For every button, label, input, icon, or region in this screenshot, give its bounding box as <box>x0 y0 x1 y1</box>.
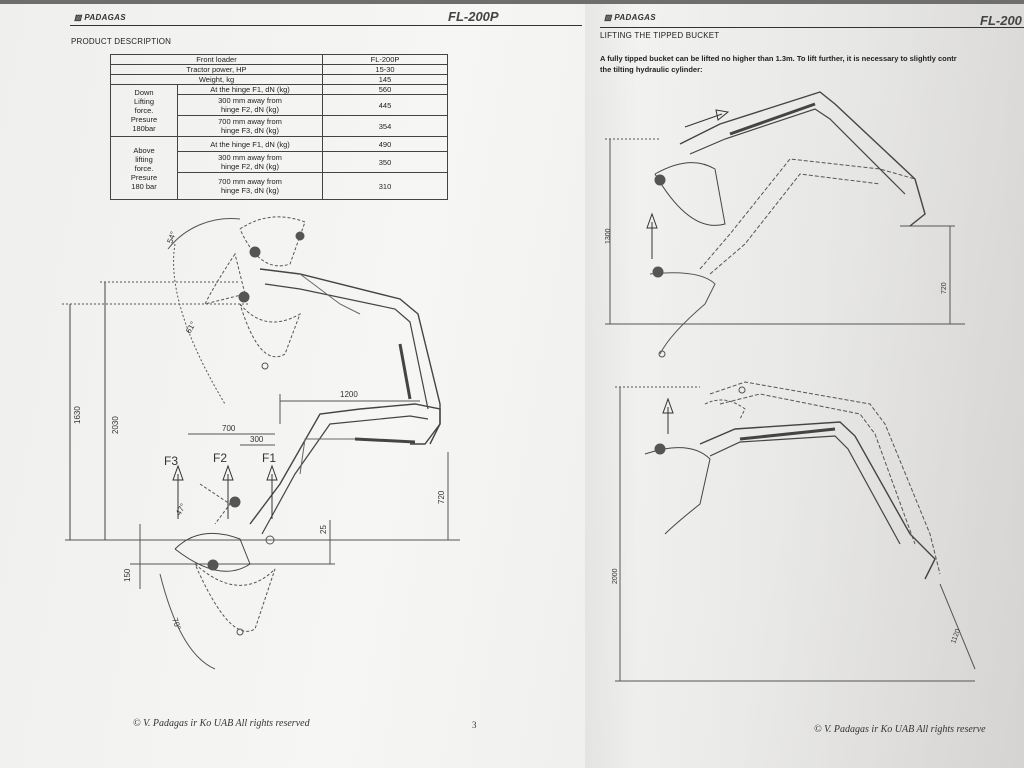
table-cell: 700 mm away from hinge F3, dN (kg) <box>177 172 323 200</box>
left-section-title: PRODUCT DESCRIPTION <box>71 37 172 46</box>
right-paragraph: A fully tipped bucket can be lifted no h… <box>600 54 957 74</box>
left-loader-drawing <box>62 216 460 670</box>
right-footer-copyright: © V. Padagas ir Ko UAB All rights reserv… <box>814 724 986 735</box>
left-model-title: FL-200P <box>448 9 499 24</box>
dim-label-upper-left: 1300 <box>605 228 612 244</box>
dim-label-1200: 1200 <box>340 390 358 399</box>
right-brand-logo: ▨ PADAGAS <box>604 13 656 22</box>
angle-label-mid: 61° <box>184 320 198 335</box>
right-lower-drawing <box>615 381 976 682</box>
dim-label-25: 25 <box>319 525 328 534</box>
table-row: 700 mm away from hinge F3, dN (kg) 310 <box>111 172 448 200</box>
dim-label-720: 720 <box>437 490 446 504</box>
document-sheet: ▨ PADAGAS FL-200P PRODUCT DESCRIPTION Fr… <box>0 4 1024 768</box>
left-header-rule <box>70 25 582 26</box>
dim-label-lower-left: 2000 <box>612 568 619 584</box>
dim-label-700: 700 <box>222 424 236 433</box>
table-group-label: Down Lifting force. Presure 180bar <box>110 84 178 137</box>
left-brand-logo: ▨ PADAGAS <box>74 13 126 22</box>
left-footer-copyright: © V. Padagas ir Ko UAB All rights reserv… <box>133 718 310 729</box>
table-cell: 300 mm away from hinge F2, dN (kg) <box>177 94 323 116</box>
right-section-title: LIFTING THE TIPPED BUCKET <box>600 31 720 40</box>
force-label-f3: F3 <box>164 454 178 468</box>
angle-label-top: 54° <box>165 230 178 244</box>
force-label-f1: F1 <box>262 451 276 465</box>
table-row: 300 mm away from hinge F2, dN (kg) 445 <box>111 94 448 116</box>
spec-table: Front loader FL-200P Tractor power, HP 1… <box>110 54 448 200</box>
dim-label-150: 150 <box>123 568 132 582</box>
technical-drawings: 54° 61° 47° 70° 1200 700 300 1630 2030 7… <box>62 91 976 682</box>
right-header-rule <box>600 27 1024 28</box>
table-cell: 300 mm away from hinge F2, dN (kg) <box>177 151 323 173</box>
dim-label-1630: 1630 <box>73 406 82 424</box>
table-cell: 310 <box>322 172 448 200</box>
angle-label-bottom: 70° <box>170 617 183 631</box>
angle-label-low: 47° <box>174 502 188 517</box>
page-number: 3 <box>472 720 477 730</box>
right-model-title: FL-200 <box>980 13 1022 28</box>
right-page-shade <box>585 4 1024 768</box>
dim-label-lower-right: 1120 <box>950 628 962 645</box>
right-upper-drawing <box>605 91 965 358</box>
dim-label-300: 300 <box>250 435 264 444</box>
dim-label-2030: 2030 <box>111 416 120 434</box>
dim-label-upper-right: 720 <box>941 282 948 294</box>
force-label-f2: F2 <box>213 451 227 465</box>
